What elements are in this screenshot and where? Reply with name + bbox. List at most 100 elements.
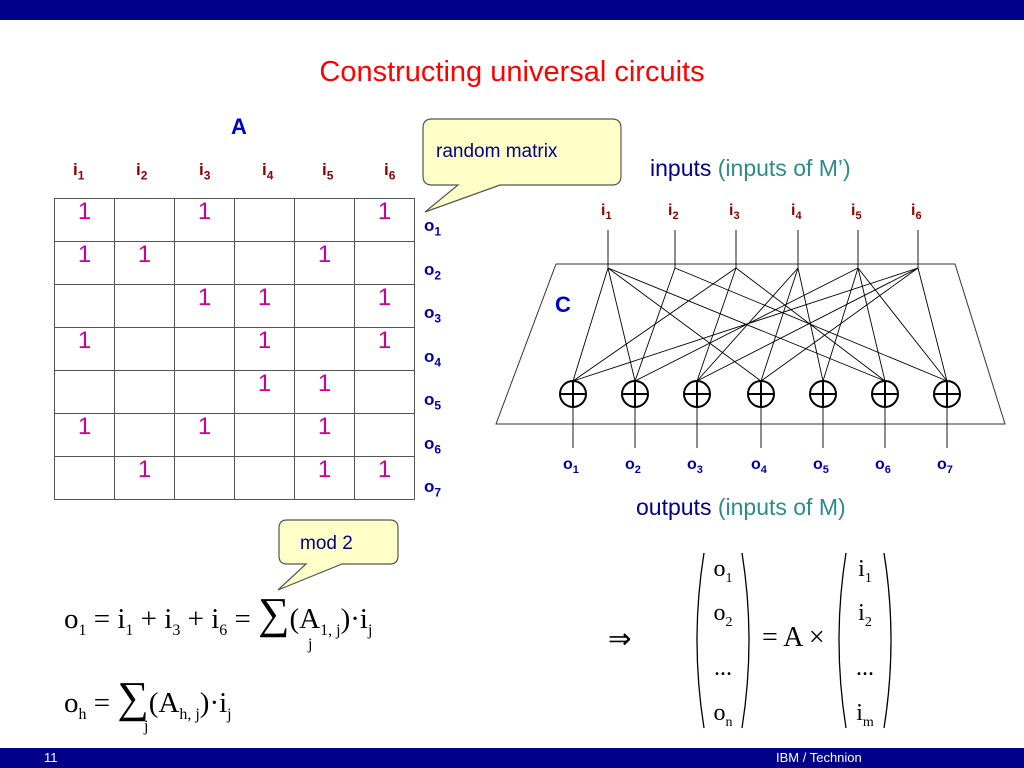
left-vector-entry: on [713, 700, 733, 730]
matrix-cell [174, 241, 235, 285]
matrix-col-header: i1 [73, 160, 85, 183]
gate-connection [696, 267, 737, 382]
matrix-col-header: i4 [262, 160, 274, 183]
mod2-callout-bubble [277, 519, 399, 591]
matrix-cell [234, 413, 295, 457]
xor-gate-icon [871, 380, 899, 408]
matrix-cell [174, 327, 235, 371]
circuit-output-label: o5 [813, 456, 829, 477]
matrix-label: A [231, 114, 247, 139]
matrix-cell [114, 284, 175, 328]
right-vector-entry: i2 [858, 600, 872, 630]
right-vector-entry: im [856, 700, 874, 730]
footer-bar: 11 IBM / Technion [0, 748, 1024, 768]
left-vector-entry: ... [714, 655, 732, 681]
gate-connection [857, 267, 886, 382]
matrix-cell [234, 241, 295, 285]
right-vector-bracket-left [838, 552, 847, 729]
matrix-cell: 1 [174, 198, 235, 242]
matrix-cell [354, 370, 415, 414]
inputs-caption-main: inputs [650, 155, 712, 181]
gate-connection [857, 267, 948, 382]
matrix-cell: 1 [294, 241, 355, 285]
matrix-cell: 1 [114, 241, 175, 285]
matrix-cell: 1 [54, 241, 115, 285]
gate-connection [760, 267, 799, 382]
gate-connection [634, 267, 676, 382]
matrix-cell [114, 198, 175, 242]
outputs-caption-paren: (inputs of M) [717, 494, 846, 520]
matrix-cell [354, 241, 415, 285]
gate-connection [607, 267, 886, 382]
gate-connection [760, 267, 919, 382]
left-vector-bracket-left [696, 552, 705, 729]
matrix-col-header: i5 [322, 160, 334, 183]
gate-connection [696, 267, 919, 382]
right-vector-bracket-right [883, 552, 892, 729]
circuit-input-label: i3 [729, 202, 740, 223]
matrix-cell [294, 198, 355, 242]
circuit-input-label: i5 [851, 202, 862, 223]
matrix-row-label: o2 [424, 259, 442, 282]
circuit-output-label: o2 [625, 456, 641, 477]
matrix-row-label: o5 [424, 390, 442, 413]
left-vector-bracket-right [741, 552, 750, 729]
gate-connection [572, 267, 609, 382]
circuit-label: C [555, 292, 571, 317]
inputs-caption: inputs (inputs of M’) [650, 155, 851, 182]
outputs-caption-main: outputs [636, 494, 712, 520]
matrix-row-label: o3 [424, 303, 442, 326]
matrix-row-label: o1 [424, 216, 442, 239]
right-vector-entry: i1 [858, 556, 872, 586]
matrix-row-label: o7 [424, 477, 442, 500]
gate-connection [917, 267, 948, 382]
circuit-wires [572, 230, 948, 448]
circuit-gates [559, 380, 961, 408]
top-bar [0, 0, 1024, 20]
circuit-output-label: o7 [937, 456, 953, 477]
random-matrix-callout-bubble [422, 118, 622, 213]
gate-connection [822, 267, 859, 382]
matrix-col-header: i2 [136, 160, 148, 183]
circuit-output-label: o4 [751, 456, 767, 477]
matrix-col-header: i3 [199, 160, 211, 183]
matrix-cell [234, 456, 295, 500]
matrix-cell: 1 [294, 413, 355, 457]
matrix-cell: 1 [174, 413, 235, 457]
matrix-cell: 1 [294, 370, 355, 414]
xor-gate-icon [747, 380, 775, 408]
implies-arrow: ⇒ [608, 624, 632, 655]
left-vector-entry: o2 [713, 600, 733, 630]
matrix-cell: 1 [354, 456, 415, 500]
equation-oh: oh = ∑(Ah, j)·ij [64, 673, 232, 723]
circuit-output-label: o3 [687, 456, 703, 477]
circuit-input-label: i4 [791, 202, 802, 223]
circuit-trapezoid [495, 263, 1006, 425]
circuit-output-label: o1 [563, 456, 579, 477]
mod2-callout-text: mod 2 [300, 533, 353, 554]
equation-o1: o1 = i1 + i3 + i6 = ∑(A1, j)·ij [64, 589, 373, 639]
gate-connection [607, 267, 762, 382]
matrix-cell [354, 413, 415, 457]
matrix-cell [174, 456, 235, 500]
matrix-col-header: i6 [384, 160, 396, 183]
matrix-cell: 1 [174, 284, 235, 328]
random-matrix-callout-text: random matrix [436, 141, 558, 162]
xor-gate-icon [559, 380, 587, 408]
sum-index-h: j [144, 718, 149, 735]
xor-gate-icon [683, 380, 711, 408]
matrix-cell: 1 [354, 198, 415, 242]
gate-connection [607, 267, 636, 382]
xor-gate-icon [809, 380, 837, 408]
circuit-input-label: i2 [668, 202, 679, 223]
circuit-input-label: i6 [911, 202, 922, 223]
inputs-caption-paren: (inputs of M’) [717, 155, 851, 181]
matrix-cell: 1 [54, 327, 115, 371]
circuit-output-label: o6 [875, 456, 891, 477]
